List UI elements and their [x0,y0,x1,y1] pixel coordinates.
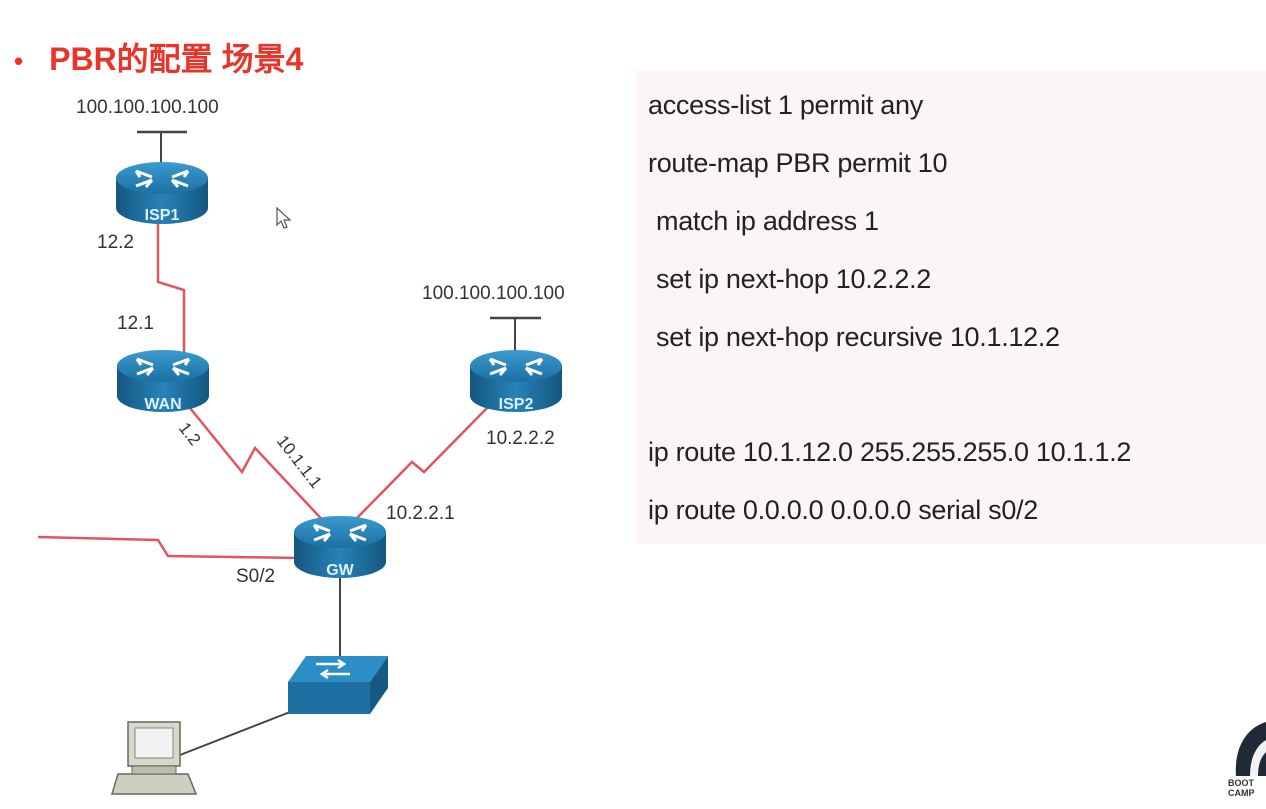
serial-link-gw-s0-2 [37,535,301,560]
config-line: match ip address 1 [656,206,879,236]
router-gw-label: GW [326,562,354,579]
config-line: ip route 0.0.0.0 0.0.0.0 serial s0/2 [648,495,1038,525]
wan-serial-label: 12.1 [117,313,154,334]
isp1-serial-label: 12.2 [97,232,134,253]
router-isp2-icon[interactable] [470,350,562,412]
logo-text: BOOT CAMP [1228,778,1255,798]
title-text: PBR的配置 场景4 [49,41,304,77]
pc-icon[interactable] [110,721,198,795]
serial-link-wan-gw [189,407,331,529]
config-panel: access-list 1 permit any route-map PBR p… [636,70,1266,544]
isp1-loopback-label: 100.100.100.100 [76,97,219,118]
router-wan-icon[interactable] [117,350,209,412]
router-gw-icon[interactable] [294,516,386,578]
gw-isp2-side-label: 10.2.2.1 [386,503,455,524]
config-line: set ip next-hop 10.2.2.2 [656,264,931,294]
isp2-serial-label: 10.2.2.2 [486,428,555,449]
router-isp1-label: ISP1 [145,207,180,224]
isp2-loopback-label: 100.100.100.100 [422,283,565,304]
serial-link-gw-isp2 [354,404,491,521]
ethernet-link-switch-pc [179,711,291,756]
mouse-cursor-icon [276,207,292,229]
router-isp1-icon[interactable] [116,162,208,224]
isp2-antenna [490,316,541,352]
config-line: ip route 10.1.12.0 255.255.255.0 10.1.1.… [648,437,1132,467]
isp1-antenna [137,130,187,165]
router-wan-label: WAN [144,396,181,413]
title-bullet: • [14,46,24,77]
wan-gw-gw-side-label: 10.1.1.1 [273,432,326,492]
gw-s0-2-label: S0/2 [236,566,276,587]
config-line: set ip next-hop recursive 10.1.12.2 [656,322,1060,352]
config-line: access-list 1 permit any [648,90,923,120]
slide-title: • PBR的配置 场景4 [14,34,303,80]
switch-icon[interactable] [288,656,388,714]
serial-link-isp1-wan [156,218,186,368]
wan-gw-wan-side-label: 1.2 [175,419,205,449]
network-diagram: ISP1 WAN ISP2 GW 1.2 10.1.1.1 [37,130,562,795]
bootcamp-logo-icon [1235,722,1266,776]
config-line: route-map PBR permit 10 [648,148,948,178]
router-isp2-label: ISP2 [499,396,534,413]
